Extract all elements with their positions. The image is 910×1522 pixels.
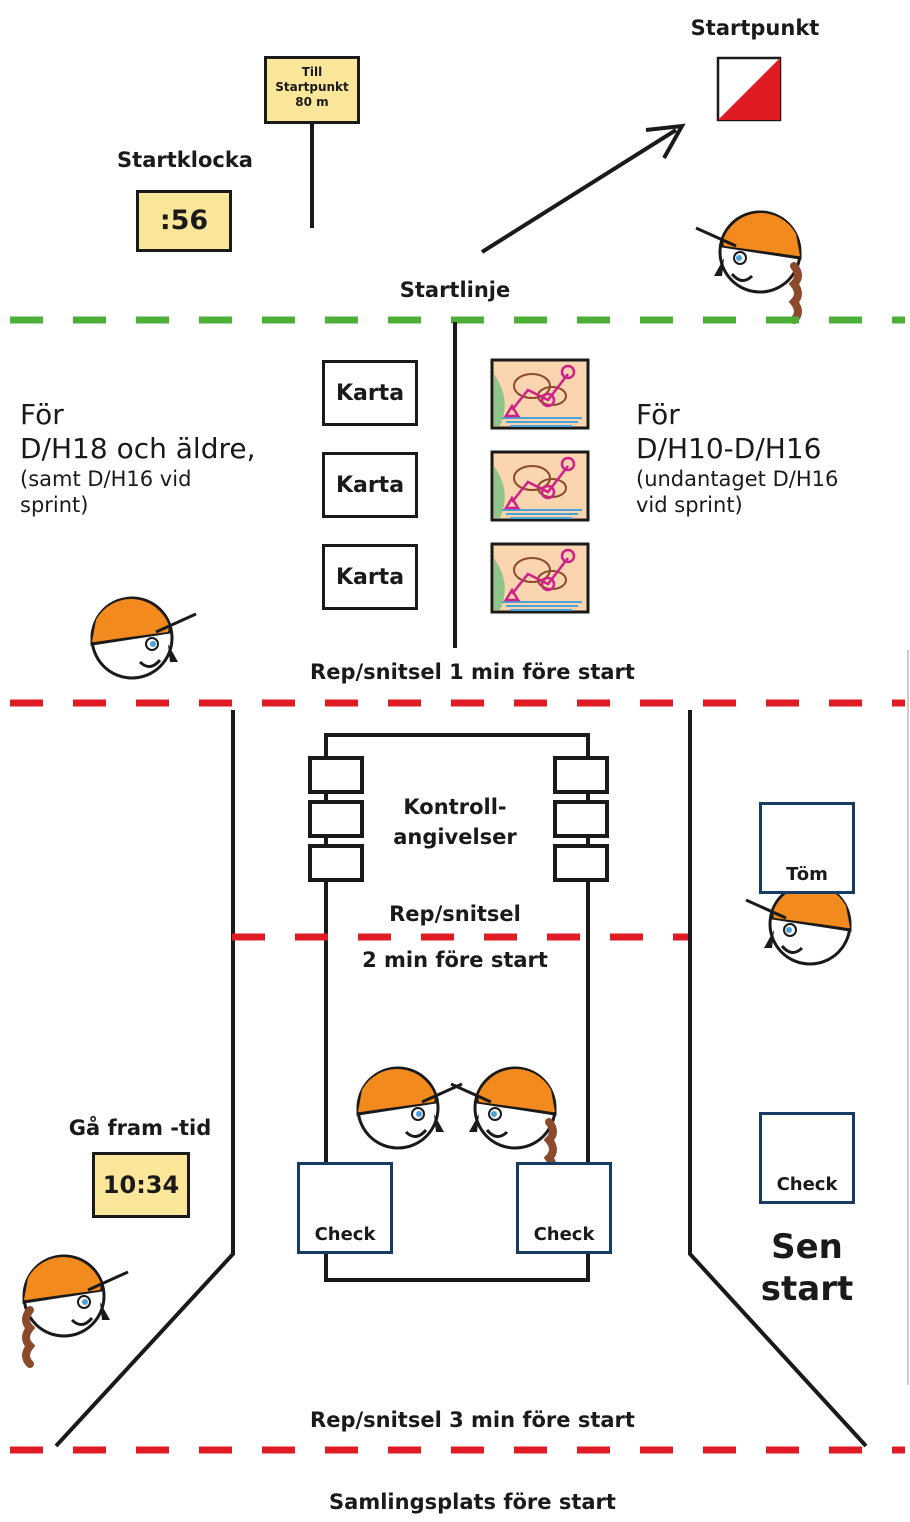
ga-fram-clock: 10:34 xyxy=(92,1152,190,1218)
control-description-holders xyxy=(308,756,609,882)
right-title-line-1: För xyxy=(636,398,680,431)
ga-fram-label: Gå fram -tid xyxy=(68,1116,212,1140)
tom-label: Töm xyxy=(786,864,828,885)
left-group-title: För D/H18 och äldre, (samt D/H16 vid spr… xyxy=(20,398,255,518)
control-descriptions-label: Kontroll- angivelser xyxy=(360,792,550,852)
corridor-left-wall xyxy=(54,710,235,1448)
line-2-label-top: Rep/snitsel xyxy=(389,902,521,926)
control-box xyxy=(324,733,590,1282)
gathering-place-label: Samlingsplats före start xyxy=(329,1490,616,1514)
direction-sign: Till Startpunkt 80 m xyxy=(264,56,360,124)
map-box: Karta xyxy=(322,544,418,610)
startklocka-label: Startklocka xyxy=(117,148,253,172)
check-late-label: Check xyxy=(776,1174,838,1195)
startpunkt-label: Startpunkt xyxy=(690,16,820,40)
sign-line-2: Startpunkt xyxy=(275,80,349,94)
left-title-line-2: D/H18 och äldre, xyxy=(20,432,256,465)
corridor-right-wall xyxy=(688,710,868,1448)
control-flag-icon xyxy=(716,56,782,122)
si-clear-station[interactable]: Töm xyxy=(759,802,855,894)
orienteering-map-icon xyxy=(490,358,590,614)
right-group-title: För D/H10-D/H16 (undantaget D/H16 vid sp… xyxy=(636,398,838,518)
si-check-station-left[interactable]: Check xyxy=(297,1162,393,1254)
left-note-line-2: sprint) xyxy=(20,493,89,517)
line-3-label: Rep/snitsel 3 min före start xyxy=(310,1408,635,1432)
sen-start-line-1: Sen xyxy=(771,1227,843,1267)
runner-face-icon xyxy=(90,596,198,680)
start-clock: :56 xyxy=(136,190,232,252)
runner-face-icon xyxy=(449,1066,557,1180)
check-left-label: Check xyxy=(314,1224,376,1245)
check-right-label: Check xyxy=(533,1224,595,1245)
kontroll-line-1: Kontroll- xyxy=(403,795,507,819)
right-title-line-2: D/H10-D/H16 xyxy=(636,432,822,465)
sign-line-3: 80 m xyxy=(295,95,329,109)
startlinje-label: Startlinje xyxy=(399,278,511,302)
map-box: Karta xyxy=(322,360,418,426)
right-note-line-2: vid sprint) xyxy=(636,493,743,517)
left-note-line-1: (samt D/H16 vid xyxy=(20,467,192,491)
kontroll-line-2: angivelser xyxy=(393,825,517,849)
runner-face-icon xyxy=(744,882,852,966)
arrow-icon xyxy=(480,123,686,254)
si-check-station-right[interactable]: Check xyxy=(516,1162,612,1254)
runner-face-icon xyxy=(694,210,802,324)
map-box: Karta xyxy=(322,452,418,518)
late-start-label: Sen start xyxy=(742,1226,872,1310)
sign-line-1: Till xyxy=(301,65,323,79)
line-2-label-bottom: 2 min före start xyxy=(362,948,548,972)
runner-face-icon xyxy=(356,1066,464,1150)
right-note-line-1: (undantaget D/H16 xyxy=(636,467,839,491)
runner-face-icon xyxy=(22,1254,130,1368)
sen-start-line-2: start xyxy=(760,1269,854,1309)
left-title-line-1: För xyxy=(20,398,64,431)
line-1-label: Rep/snitsel 1 min före start xyxy=(310,660,635,684)
si-check-station-late[interactable]: Check xyxy=(759,1112,855,1204)
